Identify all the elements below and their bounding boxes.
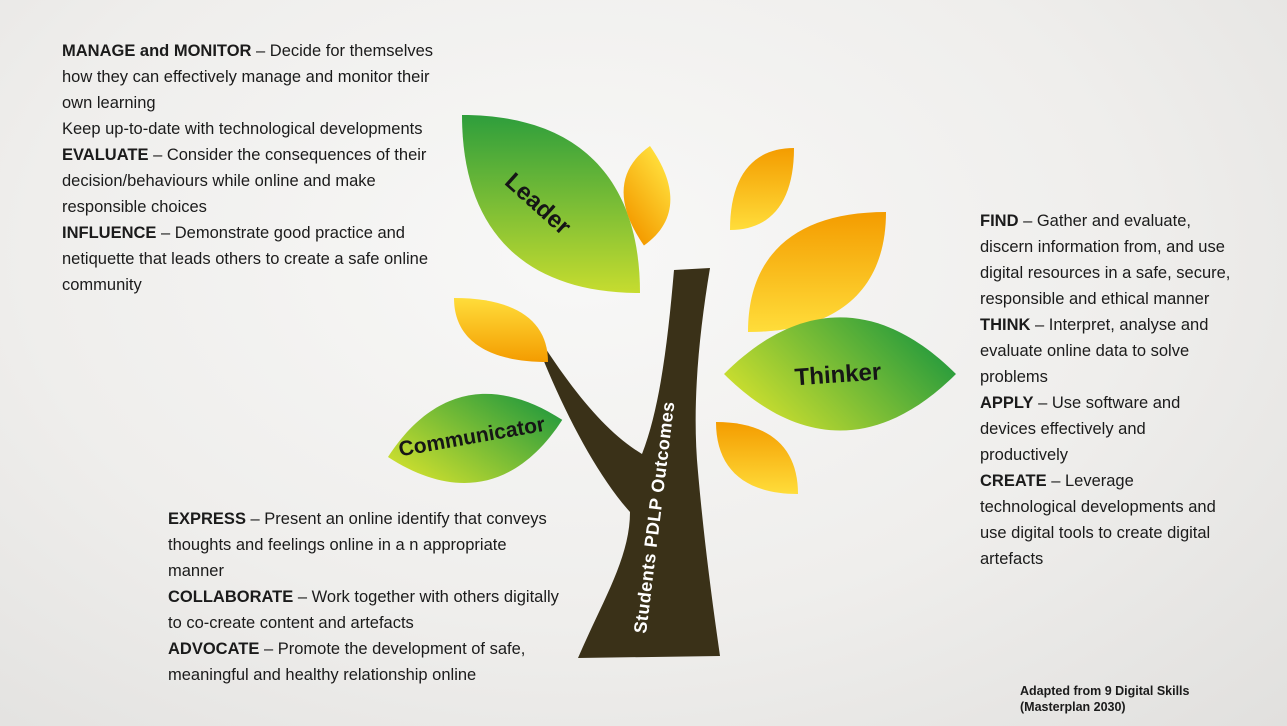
text-block-leader-skills: MANAGE and MONITOR – Decide for themselv… — [62, 38, 464, 298]
skill-paragraph-find: FIND – Gather and evaluate, discern info… — [980, 212, 1231, 308]
leaf-small-left — [454, 298, 548, 362]
skill-paragraph-apply: APPLY – Use software and devices effecti… — [980, 394, 1181, 464]
leaf-communicator — [387, 393, 563, 483]
leaf-orange-top-right — [730, 148, 794, 230]
skill-paragraph-express: EXPRESS – Present an online identify tha… — [168, 510, 547, 580]
skill-paragraph-influence: INFLUENCE – Demonstrate good practice an… — [62, 224, 428, 294]
text-block-thinker-skills: FIND – Gather and evaluate, discern info… — [980, 208, 1232, 572]
leaf-small-bottom-right — [716, 422, 798, 494]
skill-paragraph-evaluate: EVALUATE – Consider the consequences of … — [62, 146, 427, 216]
tree-trunk — [530, 268, 720, 658]
skill-paragraph-advocate: ADVOCATE – Promote the development of sa… — [168, 640, 526, 684]
skill-paragraph-create: CREATE – Leverage technological developm… — [980, 472, 1216, 568]
leaf-leader — [462, 115, 640, 293]
attribution-line-2: (Masterplan 2030) — [1020, 700, 1126, 714]
leaf-small-top — [623, 146, 671, 246]
skill-paragraph-collaborate: COLLABORATE – Work together with others … — [168, 588, 559, 632]
text-block-communicator-skills: EXPRESS – Present an online identify tha… — [168, 506, 566, 688]
skill-paragraph-think: THINK – Interpret, analyse and evaluate … — [980, 316, 1209, 386]
skill-paragraph-manage-monitor: MANAGE and MONITOR – Decide for themselv… — [62, 42, 434, 112]
attribution: Adapted from 9 Digital Skills (Masterpla… — [1020, 683, 1250, 715]
leaf-label-thinker: Thinker — [794, 358, 882, 391]
skill-paragraph-keep-up-to-date: Keep up-to-date with technological devel… — [62, 120, 423, 138]
leaf-orange-large-right — [748, 212, 886, 332]
attribution-line-1: Adapted from 9 Digital Skills — [1020, 684, 1190, 698]
leaf-thinker — [724, 317, 956, 431]
tree-diagram: Leader Thinker Communicator Students PDL… — [387, 115, 956, 658]
